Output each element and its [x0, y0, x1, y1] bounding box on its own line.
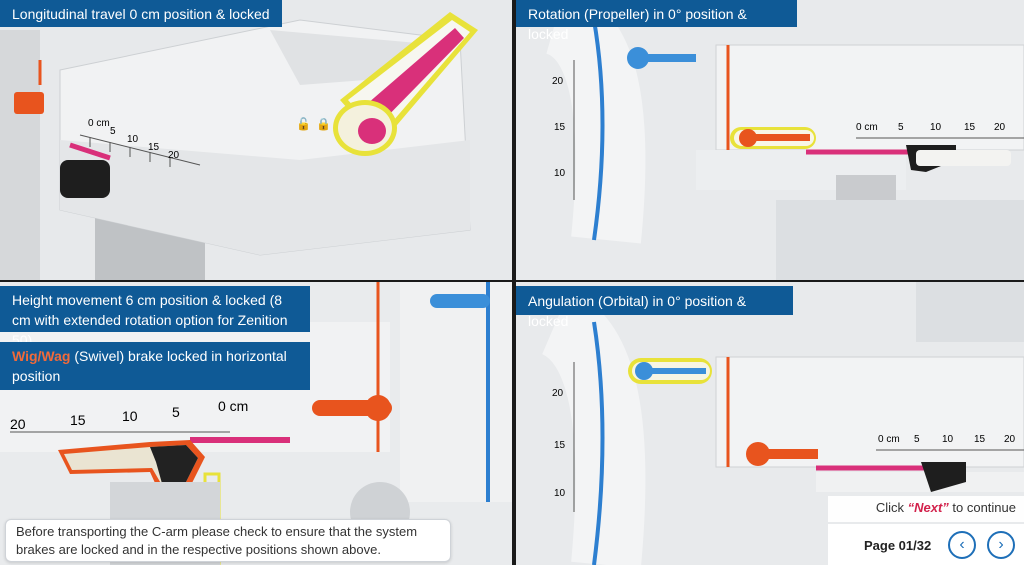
scale-label: 5	[110, 126, 116, 137]
svg-text:🔓: 🔓	[296, 117, 311, 131]
scale-label: 5	[914, 434, 920, 445]
previous-page-button[interactable]: ‹	[948, 531, 976, 559]
pager: Page 01/32 ‹ ›	[828, 524, 1024, 565]
scale-label: 10	[930, 122, 942, 133]
scale-label: 20	[1004, 434, 1016, 445]
scale-label: 15	[554, 440, 566, 451]
wigwag-text: (Swivel) brake locked in horizontal posi…	[12, 348, 287, 384]
scale-label: 20	[994, 122, 1006, 133]
scale-label: 0 cm	[856, 122, 878, 133]
continue-hint: Click “Next” to continue	[828, 496, 1024, 522]
page-indicator: Page 01/32	[864, 538, 932, 553]
scale-label: 15	[70, 412, 86, 428]
scale-label: 10	[942, 434, 954, 445]
scale-label: 10	[554, 488, 566, 499]
next-page-button[interactable]: ›	[987, 531, 1015, 559]
scale-label: 20	[552, 76, 564, 87]
scale-label: 0 cm	[88, 118, 110, 129]
scale-label: 15	[554, 122, 566, 133]
continue-prefix: Click	[875, 500, 908, 515]
longitudinal-illustration: 🔓 🔒	[0, 0, 512, 280]
scale-label: 15	[148, 142, 160, 153]
scale-label: 20	[168, 150, 180, 161]
angulation-illustration	[516, 282, 1024, 565]
panel-rotation: 0 cm 5 10 15 20 20 15 10	[516, 0, 1024, 280]
continue-suffix: to continue	[948, 500, 1016, 515]
scale-label: 15	[974, 434, 986, 445]
instruction-notice: Before transporting the C-arm please che…	[5, 519, 451, 562]
caption-longitudinal: Longitudinal travel 0 cm position & lock…	[0, 0, 282, 27]
longitudinal-scale-ticks	[89, 137, 171, 167]
svg-text:🔒: 🔒	[316, 117, 331, 131]
chevron-left-icon: ‹	[959, 536, 965, 553]
caption-height: Height movement 6 cm position & locked (…	[0, 286, 310, 348]
scale-label: 10	[122, 408, 138, 424]
caption-rotation: Rotation (Propeller) in 0° position & lo…	[516, 0, 797, 42]
scale-label: 10	[127, 134, 139, 145]
scale-label: 5	[172, 404, 180, 420]
vertical-divider	[512, 0, 516, 565]
scale-label: 20	[10, 416, 26, 432]
scale-label: 5	[898, 122, 904, 133]
scale-label: 0 cm	[218, 398, 249, 414]
chevron-right-icon: ›	[998, 536, 1004, 553]
horizontal-divider	[0, 280, 1024, 282]
scale-label: 15	[964, 122, 976, 133]
wigwag-highlight: Wig/Wag	[12, 348, 71, 364]
panel-longitudinal: 🔓 🔒 0 cm 5 10 15 20	[0, 0, 512, 280]
continue-next-word: “Next”	[907, 500, 949, 515]
scale-label: 20	[552, 388, 564, 399]
scale-label: 10	[554, 168, 566, 179]
panel-angulation: 0 cm 5 10 15 20 20 15 10	[516, 282, 1024, 565]
caption-angulation: Angulation (Orbital) in 0° position & lo…	[516, 286, 793, 329]
rotation-illustration	[516, 0, 1024, 280]
caption-wigwag: Wig/Wag (Swivel) brake locked in horizon…	[0, 342, 310, 390]
scale-label: 0 cm	[878, 434, 900, 445]
